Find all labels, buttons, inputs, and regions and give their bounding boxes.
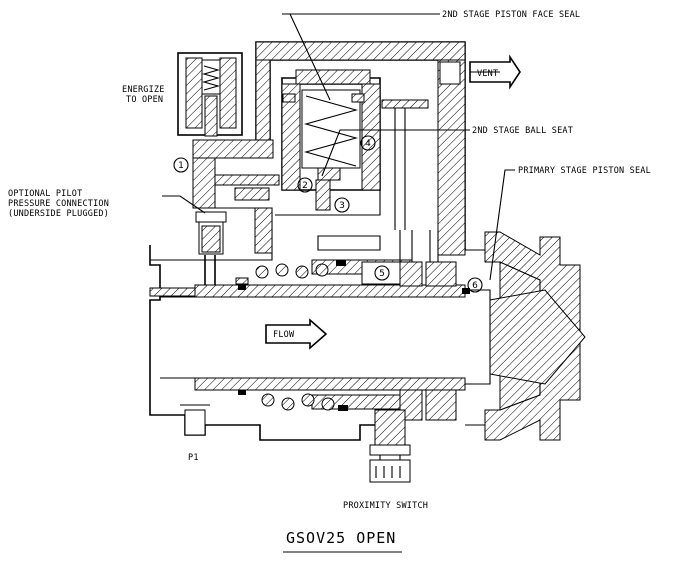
flow-bore — [160, 296, 465, 379]
poppet-outlet — [462, 231, 586, 441]
valve-body — [149, 211, 400, 441]
label-face-seal: 2ND STAGE PISTON FACE SEAL — [442, 10, 580, 20]
label-primary-seal: PRIMARY STAGE PISTON SEAL — [518, 166, 651, 176]
primary-spring-top — [235, 260, 346, 290]
callout-5: 5 — [379, 269, 385, 279]
callout-3: 3 — [339, 201, 345, 211]
label-energize-2: TO OPEN — [126, 95, 163, 105]
second-stage-piston — [275, 69, 429, 230]
label-flow: FLOW — [273, 330, 295, 340]
label-vent: VENT — [477, 69, 498, 79]
label-proximity-switch: PROXIMITY SWITCH — [343, 501, 428, 511]
pilot-housing — [150, 41, 466, 261]
leader-lines — [162, 13, 515, 281]
solenoid-coil — [177, 52, 243, 137]
callout-6: 6 — [472, 281, 478, 291]
primary-spring-bottom — [238, 390, 348, 411]
label-pilot-1: OPTIONAL PILOT — [8, 189, 82, 199]
callout-1: 1 — [178, 161, 184, 171]
label-energize-1: ENERGIZE — [122, 85, 165, 95]
label-pilot-2: PRESSURE CONNECTION — [8, 199, 109, 209]
callout-2: 2 — [302, 181, 308, 191]
primary-piston — [194, 230, 466, 421]
callout-markers: 1 2 3 4 5 6 — [173, 135, 483, 293]
label-pilot-3: (UNDERSIDE PLUGGED) — [8, 209, 109, 219]
label-ball-seat: 2ND STAGE BALL SEAT — [472, 126, 573, 136]
vent-arrow — [469, 54, 521, 90]
callout-4: 4 — [365, 139, 371, 149]
diagram-title: GSOV25 OPEN — [286, 529, 396, 547]
proximity-switch — [369, 409, 411, 483]
label-p1: P1 — [188, 453, 199, 463]
